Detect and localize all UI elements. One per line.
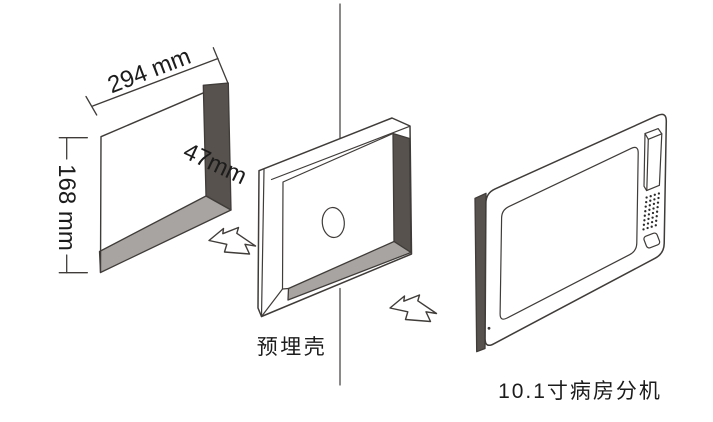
height-dimension-label: 168 mm	[53, 164, 80, 251]
device-call-button	[643, 232, 661, 249]
cutout-opening-outline	[99, 92, 205, 274]
device-side-panel	[474, 192, 487, 353]
device-label: 10.1寸病房分机	[498, 380, 662, 403]
shell-top-back-edge	[270, 125, 411, 181]
ward-terminal-device	[474, 113, 668, 353]
shell-silhouette	[257, 117, 413, 318]
shell-label: 预埋壳	[257, 336, 328, 359]
shell-bottom-inner-wall	[287, 240, 412, 301]
width-dim-tick-right	[212, 47, 229, 84]
height-dimension: 168 mm	[53, 137, 88, 274]
embed-shell-box	[257, 117, 413, 318]
width-dim-tick-left	[85, 95, 98, 116]
cutout-bottom-inner-wall	[98, 195, 232, 274]
shell-rim-corner-edge	[281, 287, 290, 290]
shell-cable-hole	[321, 206, 345, 239]
device-mic-hole	[487, 326, 491, 330]
device-screen	[499, 146, 639, 320]
shell-right-inner-wall	[392, 132, 412, 254]
shell-rim-outline	[281, 132, 394, 290]
wall-cutout	[98, 82, 232, 274]
device-handset-slot	[643, 128, 663, 192]
shell-left-side-edge	[260, 168, 265, 318]
device-front-panel	[484, 113, 668, 347]
shell-bottom-belt-edge	[260, 288, 284, 318]
insertion-direction-arrow	[389, 294, 438, 323]
insertion-direction-arrow	[208, 226, 257, 255]
device-speaker-grill	[642, 192, 661, 231]
width-dimension-label: 294 mm	[104, 43, 195, 99]
